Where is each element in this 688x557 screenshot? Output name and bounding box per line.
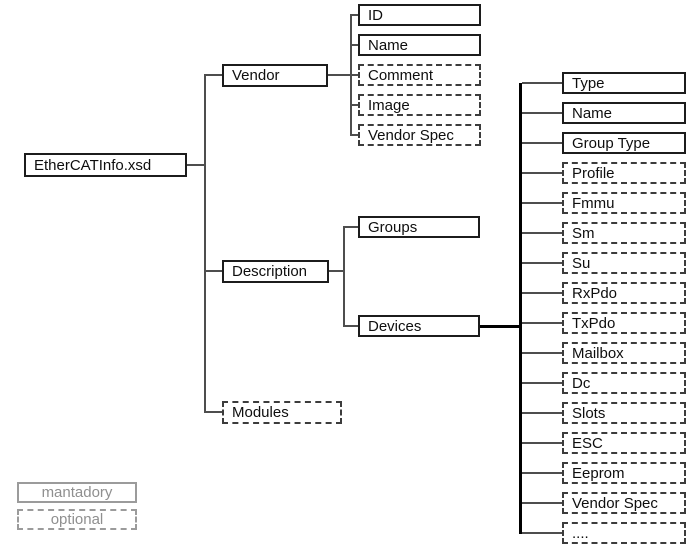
connector-vendor-to-trunk [328,74,352,76]
node-description: Description [222,260,329,283]
connector-branch-devices [343,325,358,327]
legend-optional: optional [17,509,137,530]
node-su: Su [562,252,686,274]
connector-description-to-trunk [329,270,345,272]
connector-branch-groups [343,226,358,228]
connector-root-to-trunk [187,164,205,166]
node-name: Name [358,34,481,56]
node-slots: Slots [562,402,686,424]
node-id: ID [358,4,481,26]
connector-branch-modules [204,411,222,413]
node-eeprom: Eeprom [562,462,686,484]
connector-branch-vendor [204,74,222,76]
node-ellipsis: .... [562,522,686,544]
connector-main-trunk [204,74,206,413]
connector-branch-ellipsis [522,532,562,534]
node-device-name: Name [562,102,686,124]
connector-devices-to-trunk [480,325,521,328]
connector-devices-trunk [519,83,522,534]
node-esc: ESC [562,432,686,454]
connector-branch-rxpdo [522,292,562,294]
connector-branch-image [350,104,358,106]
connector-branch-device-vendor-spec [522,502,562,504]
node-device-vendor-spec: Vendor Spec [562,492,686,514]
connector-branch-slots [522,412,562,414]
connector-branch-group-type [522,142,562,144]
node-vendor-spec: Vendor Spec [358,124,481,146]
connector-branch-esc [522,442,562,444]
node-txpdo: TxPdo [562,312,686,334]
connector-branch-fmmu [522,202,562,204]
connector-branch-profile [522,172,562,174]
connector-branch-vendor-spec [350,134,358,136]
connector-branch-su [522,262,562,264]
node-sm: Sm [562,222,686,244]
node-type: Type [562,72,686,94]
connector-branch-sm [522,232,562,234]
connector-branch-comment [350,74,358,76]
node-fmmu: Fmmu [562,192,686,214]
node-dc: Dc [562,372,686,394]
node-devices: Devices [358,315,480,337]
node-profile: Profile [562,162,686,184]
connector-branch-name [350,44,358,46]
connector-branch-eeprom [522,472,562,474]
node-modules: Modules [222,401,342,424]
node-comment: Comment [358,64,481,86]
connector-branch-mailbox [522,352,562,354]
node-group-type: Group Type [562,132,686,154]
node-vendor: Vendor [222,64,328,87]
connector-branch-device-name [522,112,562,114]
connector-branch-id [350,14,358,16]
connector-branch-description [204,270,222,272]
node-image: Image [358,94,481,116]
connector-branch-dc [522,382,562,384]
node-mailbox: Mailbox [562,342,686,364]
connector-branch-type [522,82,562,84]
connector-branch-txpdo [522,322,562,324]
node-rxpdo: RxPdo [562,282,686,304]
connector-description-trunk [343,226,345,327]
legend-mandatory: mantadory [17,482,137,503]
node-ethercatinfo-root: EtherCATInfo.xsd [24,153,187,177]
node-groups: Groups [358,216,480,238]
